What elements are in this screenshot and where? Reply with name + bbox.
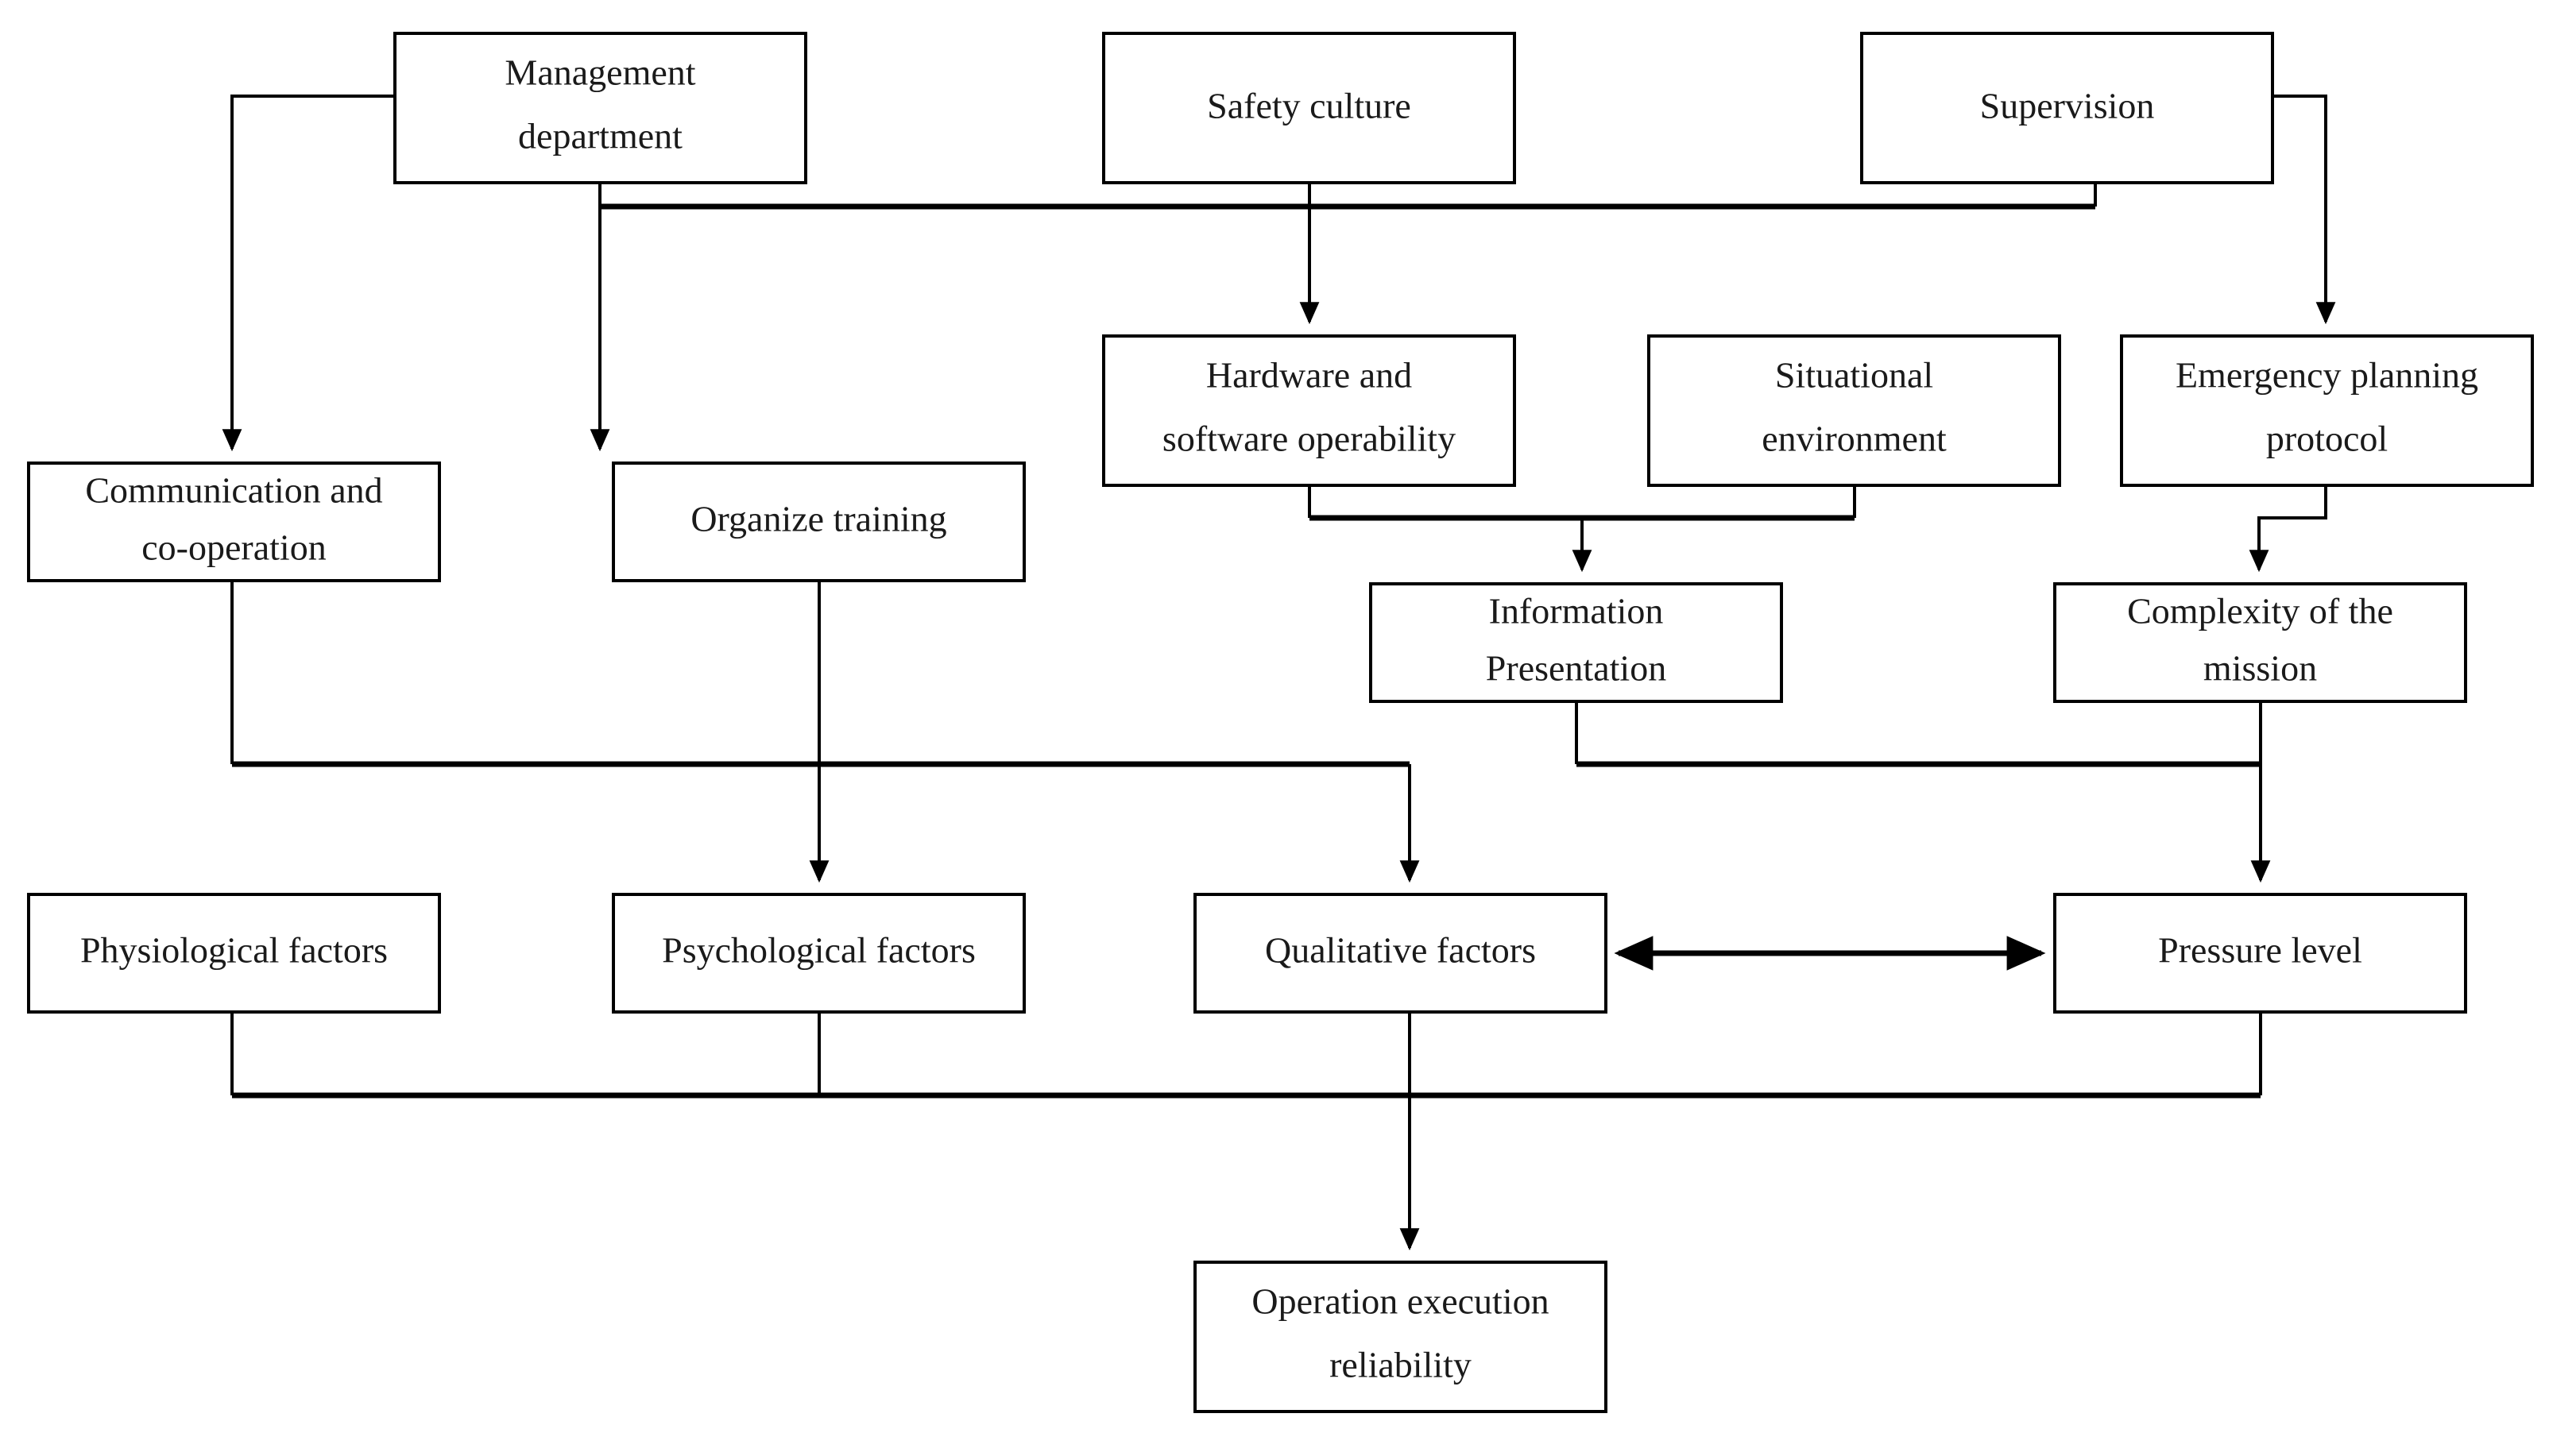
node-label-communication-line1: Communication and bbox=[85, 470, 382, 511]
edge-layer bbox=[222, 95, 2336, 1251]
node-box-qualitative-factors[interactable] bbox=[1193, 893, 1607, 1014]
node-label-operation-execution-line2: reliability bbox=[1329, 1345, 1472, 1385]
node-label-qualitative-factors: Qualitative factors bbox=[1265, 930, 1536, 971]
node-management-department[interactable]: Management department bbox=[393, 32, 807, 184]
node-label-emergency-planning-line2: protocol bbox=[2266, 419, 2388, 459]
node-label-complexity-line2: mission bbox=[2203, 648, 2317, 689]
node-safety-culture[interactable]: Safety culture bbox=[1102, 32, 1516, 184]
node-box-supervision[interactable] bbox=[1860, 32, 2274, 184]
node-label-communication-line2: co-operation bbox=[141, 527, 326, 568]
node-layer: Management department Safety culture Sup… bbox=[27, 32, 2534, 1413]
node-supervision[interactable]: Supervision bbox=[1860, 32, 2274, 184]
node-box-management-department[interactable] bbox=[393, 32, 807, 184]
edge-supervision-to-emergency-planning bbox=[2272, 95, 2336, 325]
node-label-management-department-line1: Management bbox=[505, 52, 695, 93]
node-label-emergency-planning-line1: Emergency planning bbox=[2176, 355, 2478, 396]
node-label-complexity-line1: Complexity of the bbox=[2127, 591, 2393, 631]
node-box-physiological-factors[interactable] bbox=[27, 893, 441, 1014]
edge-management-to-communication bbox=[222, 95, 395, 452]
node-box-hardware-software-operability[interactable] bbox=[1102, 334, 1516, 487]
node-physiological-factors[interactable]: Physiological factors bbox=[27, 893, 441, 1014]
node-label-supervision: Supervision bbox=[1980, 86, 2155, 126]
node-box-communication-cooperation[interactable] bbox=[27, 462, 441, 582]
node-box-safety-culture[interactable] bbox=[1102, 32, 1516, 184]
node-box-information-presentation[interactable] bbox=[1369, 582, 1783, 703]
node-label-situational-environment-line2: environment bbox=[1762, 419, 1947, 459]
node-box-organize-training[interactable] bbox=[612, 462, 1026, 582]
node-box-psychological-factors[interactable] bbox=[612, 893, 1026, 1014]
node-label-information-presentation-line2: Presentation bbox=[1486, 648, 1666, 689]
node-communication-cooperation[interactable]: Communication and co-operation bbox=[27, 462, 441, 582]
node-label-pressure-level: Pressure level bbox=[2158, 930, 2362, 971]
node-information-presentation[interactable]: Information Presentation bbox=[1369, 582, 1783, 703]
node-qualitative-factors[interactable]: Qualitative factors bbox=[1193, 893, 1607, 1014]
node-label-situational-environment-line1: Situational bbox=[1775, 355, 1933, 396]
node-pressure-level[interactable]: Pressure level bbox=[2053, 893, 2467, 1014]
node-box-emergency-planning-protocol[interactable] bbox=[2120, 334, 2534, 487]
node-situational-environment[interactable]: Situational environment bbox=[1647, 334, 2061, 487]
node-label-safety-culture: Safety culture bbox=[1207, 86, 1411, 126]
node-label-management-department-line2: department bbox=[518, 116, 683, 156]
node-label-psychological-factors: Psychological factors bbox=[662, 930, 976, 971]
node-box-situational-environment[interactable] bbox=[1647, 334, 2061, 487]
node-box-complexity-of-mission[interactable] bbox=[2053, 582, 2467, 703]
node-label-hardware-software-line2: software operability bbox=[1162, 419, 1456, 459]
node-complexity-of-mission[interactable]: Complexity of the mission bbox=[2053, 582, 2467, 703]
edge-emergency-to-complexity bbox=[2249, 485, 2327, 573]
node-label-information-presentation-line1: Information bbox=[1489, 591, 1664, 631]
node-label-organize-training: Organize training bbox=[690, 499, 946, 539]
node-label-hardware-software-line1: Hardware and bbox=[1206, 355, 1412, 396]
node-operation-execution-reliability[interactable]: Operation execution reliability bbox=[1193, 1261, 1607, 1413]
node-psychological-factors[interactable]: Psychological factors bbox=[612, 893, 1026, 1014]
node-box-operation-execution-reliability[interactable] bbox=[1193, 1261, 1607, 1413]
node-hardware-software-operability[interactable]: Hardware and software operability bbox=[1102, 334, 1516, 487]
node-label-physiological-factors: Physiological factors bbox=[80, 930, 388, 971]
node-organize-training[interactable]: Organize training bbox=[612, 462, 1026, 582]
node-label-operation-execution-line1: Operation execution bbox=[1251, 1281, 1549, 1322]
node-box-pressure-level[interactable] bbox=[2053, 893, 2467, 1014]
node-emergency-planning-protocol[interactable]: Emergency planning protocol bbox=[2120, 334, 2534, 487]
